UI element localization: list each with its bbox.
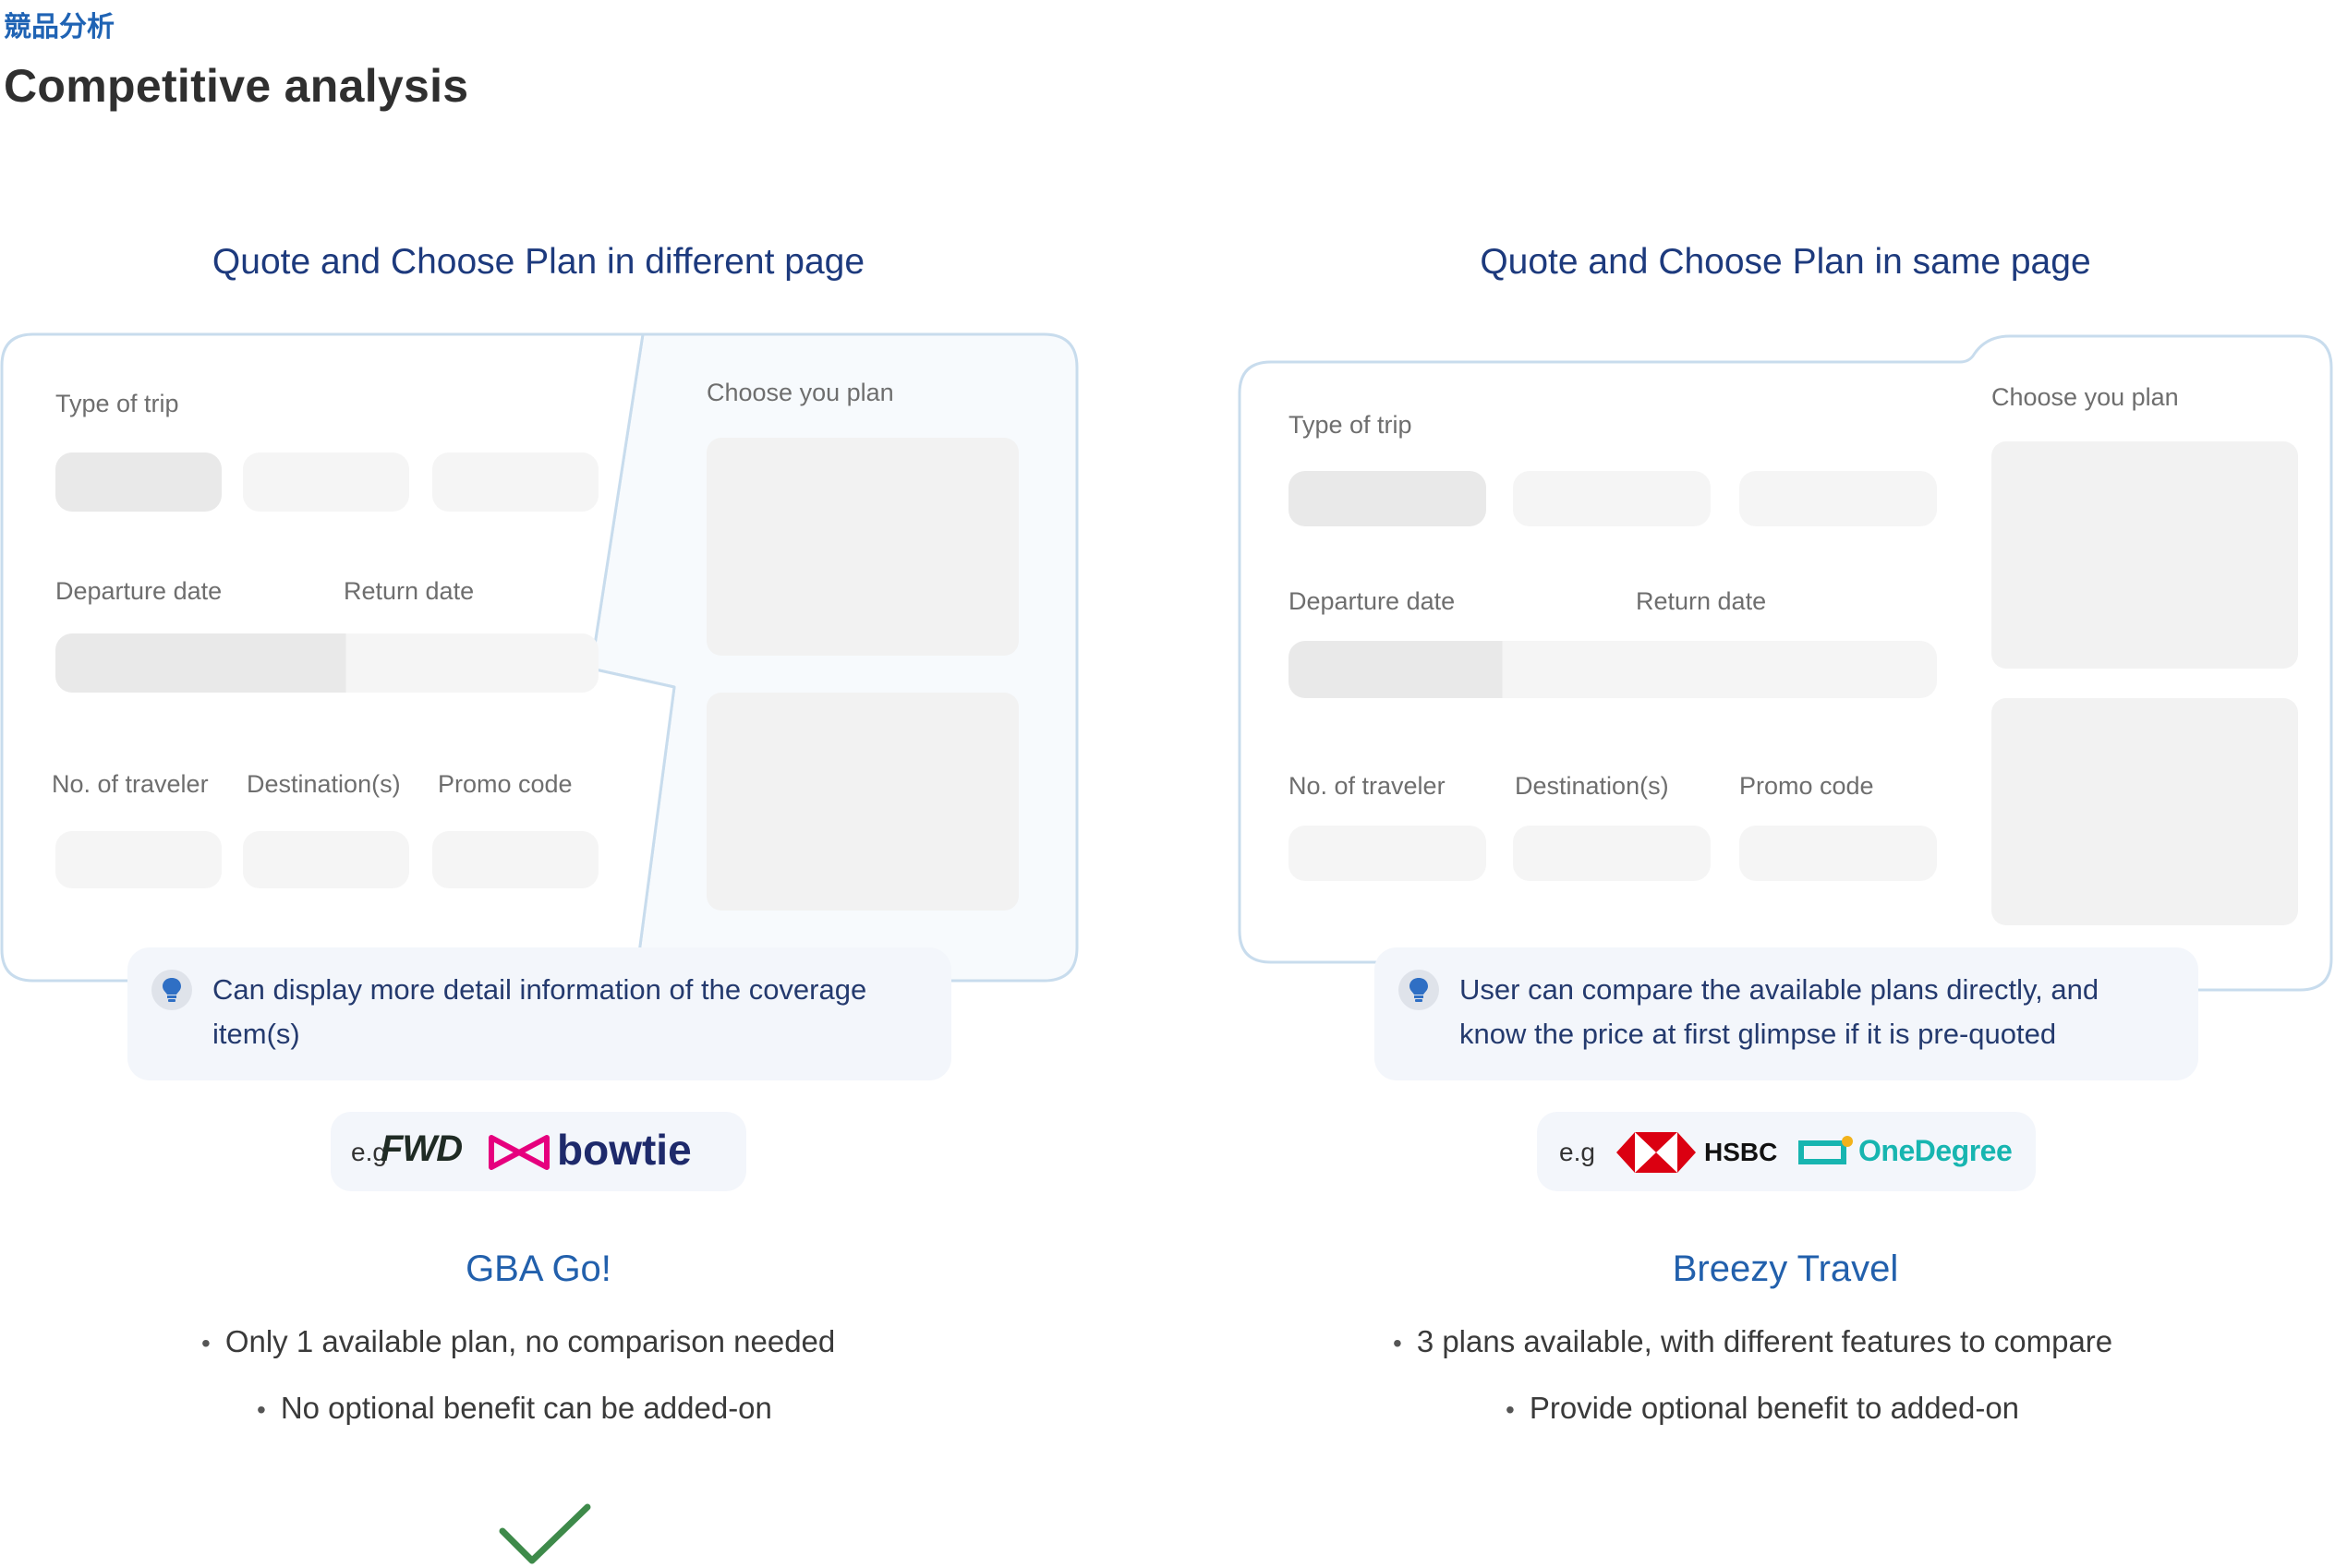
departure-date-label: Departure date — [1288, 587, 1456, 615]
page-title: Competitive analysis — [4, 60, 469, 112]
bowtie-mark-icon — [489, 1135, 550, 1170]
right-insight-callout — [1374, 947, 2198, 1080]
right-bullet: •3 plans available, with different featu… — [1393, 1324, 2113, 1358]
hsbc-hexagon-icon — [1616, 1132, 1696, 1173]
example-prefix: e.g — [351, 1138, 387, 1166]
left-product-name: GBA Go! — [466, 1248, 611, 1289]
traveler-count-field — [55, 831, 222, 888]
traveler-count-label: No. of traveler — [52, 770, 209, 798]
promo-code-label: Promo code — [438, 770, 573, 798]
left-insight-callout — [127, 947, 951, 1080]
date-range-field — [1288, 641, 1937, 698]
right-bullet: •Provide optional benefit to added-on — [1506, 1391, 2020, 1425]
trip-type-option — [1288, 471, 1486, 526]
checkmark-icon — [499, 1503, 591, 1564]
right-product-name: Breezy Travel — [1672, 1248, 1899, 1289]
example-prefix: e.g — [1559, 1138, 1595, 1166]
right-column-heading: Quote and Choose Plan in same page — [1480, 242, 2091, 282]
type-of-trip-label: Type of trip — [55, 390, 179, 417]
return-date-label: Return date — [1636, 587, 1767, 615]
trip-type-option — [55, 452, 222, 512]
trip-type-option — [243, 452, 409, 512]
lightbulb-icon — [151, 970, 192, 1010]
plan-card — [1991, 441, 2298, 669]
left-example-brands — [331, 1112, 746, 1191]
date-range-field — [55, 633, 599, 693]
lightbulb-icon — [1398, 970, 1439, 1010]
plan-card — [1991, 698, 2298, 925]
plan-card — [707, 693, 1019, 911]
left-bullet: •No optional benefit can be added-on — [257, 1391, 772, 1425]
trip-type-option — [1513, 471, 1711, 526]
onedegree-logo: OneDegree — [1858, 1134, 2013, 1167]
return-date-label: Return date — [344, 577, 475, 605]
promo-code-field — [432, 831, 599, 888]
destinations-label: Destination(s) — [247, 770, 401, 798]
departure-date-label: Departure date — [55, 577, 223, 605]
promo-code-field — [1739, 826, 1937, 881]
onedegree-mark-icon — [1798, 1136, 1853, 1164]
promo-code-label: Promo code — [1739, 772, 1874, 800]
plan-card — [707, 438, 1019, 656]
traveler-count-label: No. of traveler — [1288, 772, 1446, 800]
traveler-count-field — [1288, 826, 1486, 881]
bowtie-logo: bowtie — [557, 1126, 692, 1174]
type-of-trip-label: Type of trip — [1288, 411, 1412, 439]
left-insight-line-1: Can display more detail information of t… — [212, 973, 867, 1006]
right-insight-line-2: know the price at first glimpse if it is… — [1459, 1018, 2057, 1050]
left-column-heading: Quote and Choose Plan in different page — [212, 242, 865, 282]
fwd-logo: FWD — [381, 1128, 463, 1169]
section-eyebrow: 競品分析 — [4, 12, 115, 42]
choose-plan-label: Choose you plan — [707, 379, 894, 406]
hsbc-logo: HSBC — [1704, 1138, 1778, 1166]
left-bullet: •Only 1 available plan, no comparison ne… — [201, 1324, 836, 1358]
trip-type-option — [1739, 471, 1937, 526]
right-insight-line-1: User can compare the available plans dir… — [1459, 973, 2099, 1006]
trip-type-option — [432, 452, 599, 512]
destinations-field — [243, 831, 409, 888]
left-insight-line-2: item(s) — [212, 1018, 300, 1050]
choose-plan-label: Choose you plan — [1991, 383, 2179, 411]
destinations-field — [1513, 826, 1711, 881]
destinations-label: Destination(s) — [1515, 772, 1669, 800]
